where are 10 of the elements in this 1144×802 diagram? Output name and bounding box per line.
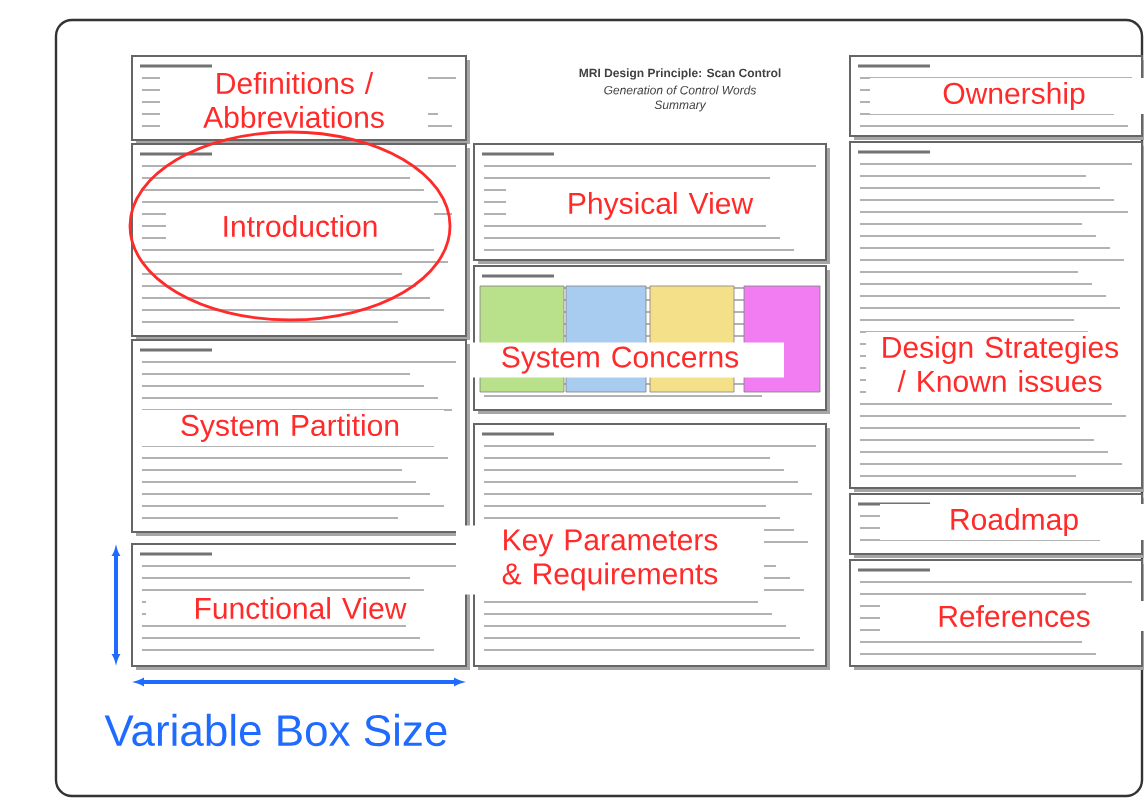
panel: Definitions / Abbreviations xyxy=(131,55,470,144)
panel: System Concerns xyxy=(456,265,830,414)
panel: References xyxy=(849,559,1144,670)
panel: Roadmap xyxy=(849,493,1144,558)
panel: Key Parameters & Requirements xyxy=(456,423,830,670)
panel: Physical View xyxy=(473,143,830,264)
panel: Ownership xyxy=(849,55,1144,140)
caption: Variable Box Size xyxy=(104,713,447,747)
panel: System Partition xyxy=(131,339,470,536)
panel: Functional View xyxy=(131,543,470,670)
